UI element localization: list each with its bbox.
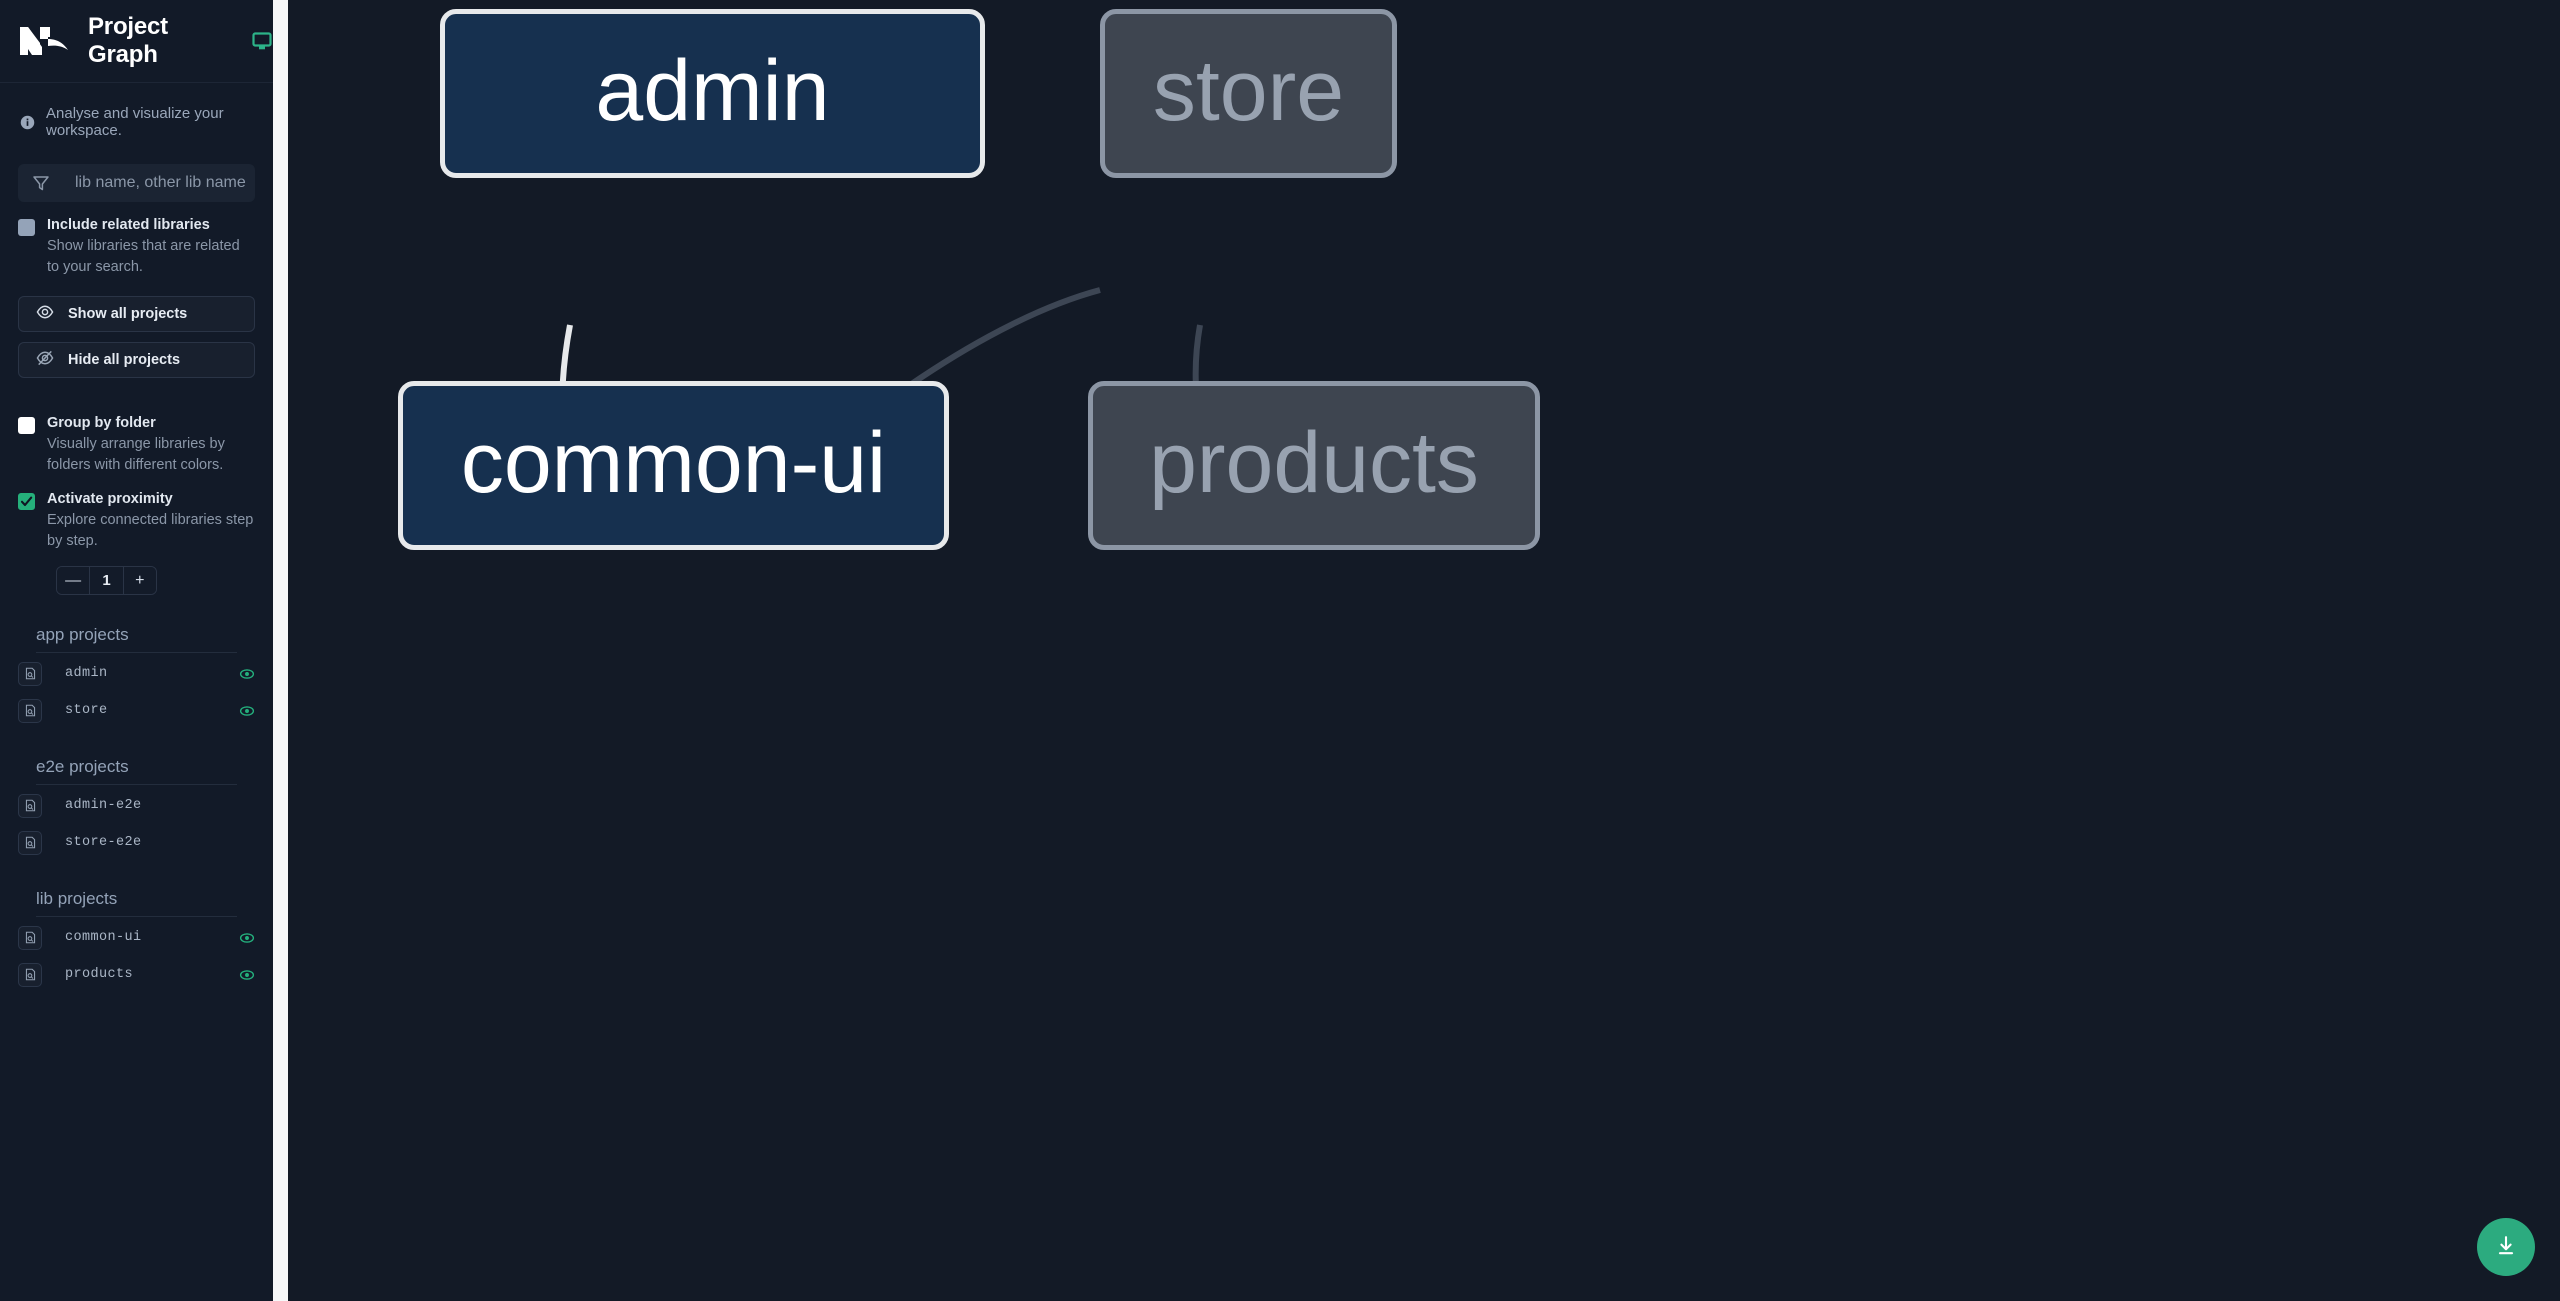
project-icon xyxy=(18,793,42,818)
project-visibility-eye-icon[interactable] xyxy=(239,930,255,946)
graph-node-store[interactable]: store xyxy=(1100,9,1397,178)
project-row-common-ui[interactable]: common-ui xyxy=(0,921,273,954)
group-heading-lib-projects: lib projects xyxy=(36,889,237,917)
project-visibility-eye-icon[interactable] xyxy=(239,666,255,682)
sidebar-tagline: Analyse and visualize your workspace. xyxy=(0,83,273,139)
project-icon xyxy=(18,925,42,950)
graph-node-admin[interactable]: admin xyxy=(440,9,985,178)
info-icon xyxy=(20,115,35,130)
download-icon xyxy=(2494,1234,2518,1261)
project-row-admin-e2e[interactable]: admin-e2e xyxy=(0,789,273,822)
eye-icon xyxy=(36,303,54,326)
group-heading-e2e-projects: e2e projects xyxy=(36,757,237,785)
project-name: admin xyxy=(65,666,108,681)
project-icon xyxy=(18,698,42,723)
project-row-admin[interactable]: admin xyxy=(0,657,273,690)
search-input[interactable] xyxy=(62,165,273,201)
graph-node-label: admin xyxy=(595,42,830,139)
proximity-value: 1 xyxy=(89,567,124,594)
tagline-text: Analyse and visualize your workspace. xyxy=(46,105,224,139)
group-by-folder-checkbox[interactable] xyxy=(18,417,35,434)
proximity-increase-button[interactable]: + xyxy=(123,567,156,594)
project-group-app: app projects admin xyxy=(0,625,273,727)
option-include-related-libraries[interactable]: Include related libraries Show libraries… xyxy=(0,202,273,278)
proximity-stepper[interactable]: — 1 + xyxy=(56,566,157,595)
sidebar-scrollbar[interactable] xyxy=(273,0,288,1301)
project-name: store-e2e xyxy=(65,835,142,850)
graph-edges xyxy=(554,287,1249,535)
page-title: Project Graph xyxy=(88,13,168,68)
project-visibility-eye-icon[interactable] xyxy=(239,703,255,719)
nx-logo-icon xyxy=(18,21,70,61)
project-row-store-e2e[interactable]: store-e2e xyxy=(0,826,273,859)
project-name: store xyxy=(65,703,108,718)
project-icon xyxy=(18,830,42,855)
eye-off-icon xyxy=(36,349,54,372)
project-name: admin-e2e xyxy=(65,798,142,813)
project-name: products xyxy=(65,967,134,982)
graph-node-label: common-ui xyxy=(460,414,887,511)
activate-proximity-checkbox[interactable] xyxy=(18,493,35,510)
project-visibility-eye-icon[interactable] xyxy=(239,967,255,983)
sidebar-header: Project Graph xyxy=(0,0,273,83)
graph-node-products[interactable]: products xyxy=(1088,381,1540,550)
project-group-lib: lib projects common-ui xyxy=(0,889,273,991)
proximity-decrease-button[interactable]: — xyxy=(57,567,90,594)
search-box[interactable] xyxy=(18,164,273,202)
group-heading-app-projects: app projects xyxy=(36,625,237,653)
show-all-projects-label: Show all projects xyxy=(68,306,188,322)
graph-node-common-ui[interactable]: common-ui xyxy=(398,381,949,550)
monitor-icon[interactable] xyxy=(251,30,273,52)
hide-all-projects-label: Hide all projects xyxy=(68,352,181,368)
include-related-checkbox[interactable] xyxy=(18,219,35,236)
project-icon xyxy=(18,661,42,686)
project-group-e2e: e2e projects admin-e2e xyxy=(0,757,273,859)
option-activate-proximity[interactable]: Activate proximity Explore connected lib… xyxy=(0,476,273,552)
graph-node-label: store xyxy=(1152,42,1345,139)
group-by-folder-description: Visually arrange libraries by folders wi… xyxy=(47,436,225,473)
group-by-folder-label: Group by folder xyxy=(47,415,156,431)
activate-proximity-description: Explore connected libraries step by step… xyxy=(47,512,254,549)
sidebar: Project Graph Analyse and visualize your… xyxy=(0,0,273,1301)
include-related-label: Include related libraries xyxy=(47,217,210,233)
project-icon xyxy=(18,962,42,987)
graph-canvas[interactable]: admin store common-ui products xyxy=(288,0,2560,1301)
graph-node-label: products xyxy=(1149,414,1479,511)
option-group-by-folder[interactable]: Group by folder Visually arrange librari… xyxy=(0,400,273,476)
include-related-description: Show libraries that are related to your … xyxy=(47,238,240,275)
show-all-projects-button[interactable]: Show all projects xyxy=(18,296,255,332)
activate-proximity-label: Activate proximity xyxy=(47,491,173,507)
download-graph-button[interactable] xyxy=(2477,1218,2535,1276)
filter-funnel-icon xyxy=(31,173,51,193)
project-name: common-ui xyxy=(65,930,142,945)
project-row-store[interactable]: store xyxy=(0,694,273,727)
project-row-products[interactable]: products xyxy=(0,958,273,991)
hide-all-projects-button[interactable]: Hide all projects xyxy=(18,342,255,378)
